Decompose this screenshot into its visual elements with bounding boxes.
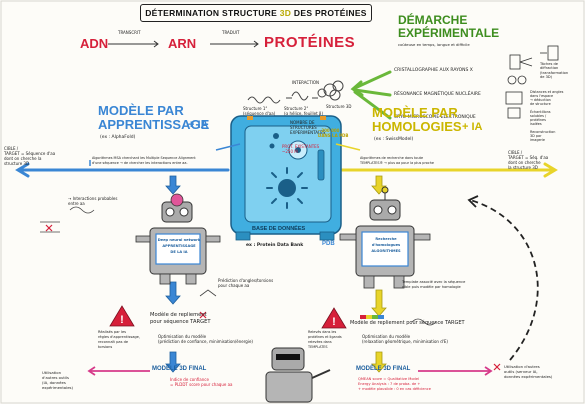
structure-primaire: Structure 1° (séquence d'aa) [243,106,276,116]
left-cible: CIBLE / TARGET = Séquence d'aa dont on c… [4,146,56,166]
database-safe-drawing [230,115,342,241]
left-optim: Optimisation du modèle (prédiction de co… [158,334,253,344]
right-algo: Algorithmes de recherche dans toute TEMP… [360,156,434,165]
demarche-right-notes: Distances et angles dans l'espace → dédu… [530,90,564,142]
left-model-title: MODÈLE PAR APPRENTISSAGE [98,103,210,132]
page-title: DÉTERMINATION STRUCTURE 3D DES PROTÉINES [140,4,372,22]
demarche-title: DÉMARCHE EXPÉRIMENTALE [398,13,500,40]
left-final: MODÈLE 3D FINAL [152,366,207,372]
left-utilisation: Utilisation d'autres outils (IA, données… [42,370,73,390]
right-model-ia: + IA [462,121,483,133]
right-model-title: MODÈLE PAR HOMOLOGIES [372,105,462,134]
right-final-note: QMEAN score = Qualitative Model Energy A… [358,377,431,391]
structure-tertiaire: Structure 3D [326,104,352,109]
demarche-subtitle: coûteuse en temps, longue et difficile [398,42,470,47]
title-prefix: DÉTERMINATION STRUCTURE [145,8,278,18]
left-model-ex: (ex : AlphaFold) [100,135,136,140]
structure-count-bottom: PROT. EXISTANTES ~250 M [282,144,320,154]
title-suffix: DES PROTÉINES [293,8,367,18]
warning-triangles: ! ! [109,305,347,329]
right-optim: Optimisation du modèle (relaxation géomé… [362,334,448,344]
left-algo: Algorithmes MSA cherchant les Multiple S… [92,156,196,165]
structure-count-top: NOMBRE DE STRUCTURES EXPERIMENTALES [290,120,326,135]
left-rules: Réalisés par les règles d'apprentissage,… [98,330,141,349]
flow-transcrit: TRANSCRIT [118,30,141,35]
title-accent: 3D [279,8,292,18]
demarche-diffraction: Tâches de diffraction (transformation de… [540,62,569,79]
right-align: Template associé avec la séquence cible … [402,280,466,289]
flow-arn: ARN [168,36,197,51]
right-utilisation: Utilisation d'autres outils (serveur IA,… [504,364,553,379]
right-model-ex: (ex : SwissModel) [374,137,414,142]
flow-proteines: PROTÉINES [264,34,356,51]
left-angles: Prédiction d'angles/torsions pour chaque… [218,278,274,288]
right-etapes: Modèle de repliement pour séquence TARGE… [350,320,465,326]
demarche-method-2: RÉSONANCE MAGNÉTIQUE NUCLÉAIRE [394,92,481,97]
right-robot-screen: Recherche d'homologues ALGORITHMES [371,237,401,253]
left-interactions: → Interactions probables entre aa [68,196,118,206]
right-cible: CIBLE / TARGET = Séq. d'aa dont on cherc… [508,150,549,170]
flow-traduit: TRADUIT [222,30,240,35]
database-pdb: PDB [322,241,335,247]
structure-interaction: INTERACTION [292,80,319,85]
demarche-method-1: CRISTALLOGRAPHIE AUX RAYONS X [394,68,473,73]
left-robot-drawing [135,193,221,285]
structure-count-value: ~200 000 DANS LA PDB [318,128,349,138]
left-etapes: Modèle de repliement pour séquence TARGE… [150,312,211,325]
bottom-robot-drawing [265,347,331,403]
database-ex: ex : Protein Data Bank [246,243,304,248]
structure-secondaire: Structure 2° (α hélice, feuillet β) [284,106,324,116]
flow-adn: ADN [80,36,109,51]
right-robot-drawing [339,186,431,289]
svg-text:!: ! [332,316,336,328]
right-final: MODÈLE 3D FINAL [356,366,411,372]
demarche-method-3: CRYO-MICROSCOPIE ÉLECTRONIQUE [394,115,476,120]
right-templates: Relevés dans les protéines et ligands re… [308,330,342,349]
database-label: BASE DE DONNÉES [252,226,306,232]
left-final-note: Indice de confiance = PLDDT score pour c… [170,377,233,387]
left-robot-screen: Deep neural network APPRENTISSAGE DE LA … [157,238,201,254]
svg-text:!: ! [120,314,124,326]
left-model-ia: + IA [188,119,209,131]
